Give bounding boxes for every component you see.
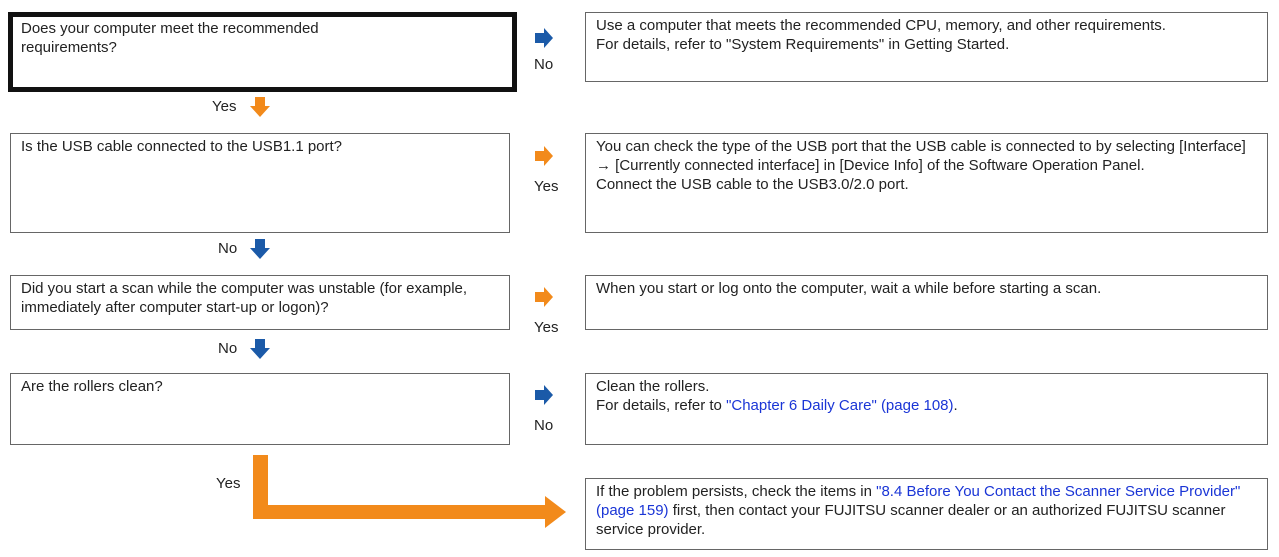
question-box-4: Are the rollers clean? bbox=[10, 373, 510, 445]
action-box-3: When you start or log onto the computer,… bbox=[585, 275, 1268, 330]
final-text: If the problem persists, check the items… bbox=[596, 482, 1257, 539]
action-text-1b: For details, refer to "System Requiremen… bbox=[596, 36, 1010, 53]
action-text-4b-post: . bbox=[953, 397, 958, 414]
question-text-4: Are the rollers clean? bbox=[21, 378, 163, 395]
action-text-4a: Clean the rollers. bbox=[596, 378, 710, 395]
daily-care-link[interactable]: "Chapter 6 Daily Care" (page 108) bbox=[726, 397, 954, 414]
question-box-3: Did you start a scan while the computer … bbox=[10, 275, 510, 330]
branch-label-3: Yes bbox=[534, 319, 559, 336]
question-box-1: Does your computer meet the recommended … bbox=[8, 12, 517, 92]
action-text-1a: Use a computer that meets the recommende… bbox=[596, 17, 1166, 34]
action-text-2a: You can check the type of the USB port t… bbox=[596, 138, 1246, 174]
orange-right-arrow-icon bbox=[535, 287, 553, 307]
blue-down-arrow-icon bbox=[250, 239, 270, 259]
down-label-1: Yes bbox=[212, 98, 237, 115]
branch-label-2: Yes bbox=[534, 178, 559, 195]
action-box-1: Use a computer that meets the recommende… bbox=[585, 12, 1268, 82]
action-text-4b-pre: For details, refer to bbox=[596, 397, 727, 414]
contact-provider-link[interactable]: "8.4 Before You Contact the Scanner Serv… bbox=[596, 483, 1241, 519]
down-label-2: No bbox=[218, 240, 238, 257]
question-text-3: Did you start a scan while the computer … bbox=[21, 280, 468, 316]
final-text-pre: If the problem persists, check the items… bbox=[596, 483, 877, 500]
orange-right-arrow-icon bbox=[535, 146, 553, 166]
action-text-3: When you start or log onto the computer,… bbox=[596, 280, 1102, 297]
blue-right-arrow-icon bbox=[535, 385, 553, 405]
branch-label-1: No bbox=[534, 56, 554, 73]
branch-label-4: No bbox=[534, 417, 554, 434]
orange-down-arrow-icon bbox=[250, 97, 270, 117]
question-text-2: Is the USB cable connected to the USB1.1… bbox=[21, 138, 343, 155]
action-text-2b: Connect the USB cable to the USB3.0/2.0 … bbox=[596, 176, 909, 193]
blue-down-arrow-icon bbox=[250, 339, 270, 359]
question-box-2: Is the USB cable connected to the USB1.1… bbox=[10, 133, 510, 233]
down-label-4: Yes bbox=[216, 475, 241, 492]
action-box-4: Clean the rollers. For details, refer to… bbox=[585, 373, 1268, 445]
action-box-2: You can check the type of the USB port t… bbox=[585, 133, 1268, 233]
blue-right-arrow-icon bbox=[535, 28, 553, 48]
question-text-1: Does your computer meet the recommended … bbox=[21, 20, 319, 56]
down-label-3: No bbox=[218, 340, 238, 357]
action-text-4b: For details, refer to "Chapter 6 Daily C… bbox=[596, 396, 1257, 415]
final-text-post: first, then contact your FUJITSU scanner… bbox=[596, 502, 1226, 538]
final-box: If the problem persists, check the items… bbox=[585, 478, 1268, 550]
